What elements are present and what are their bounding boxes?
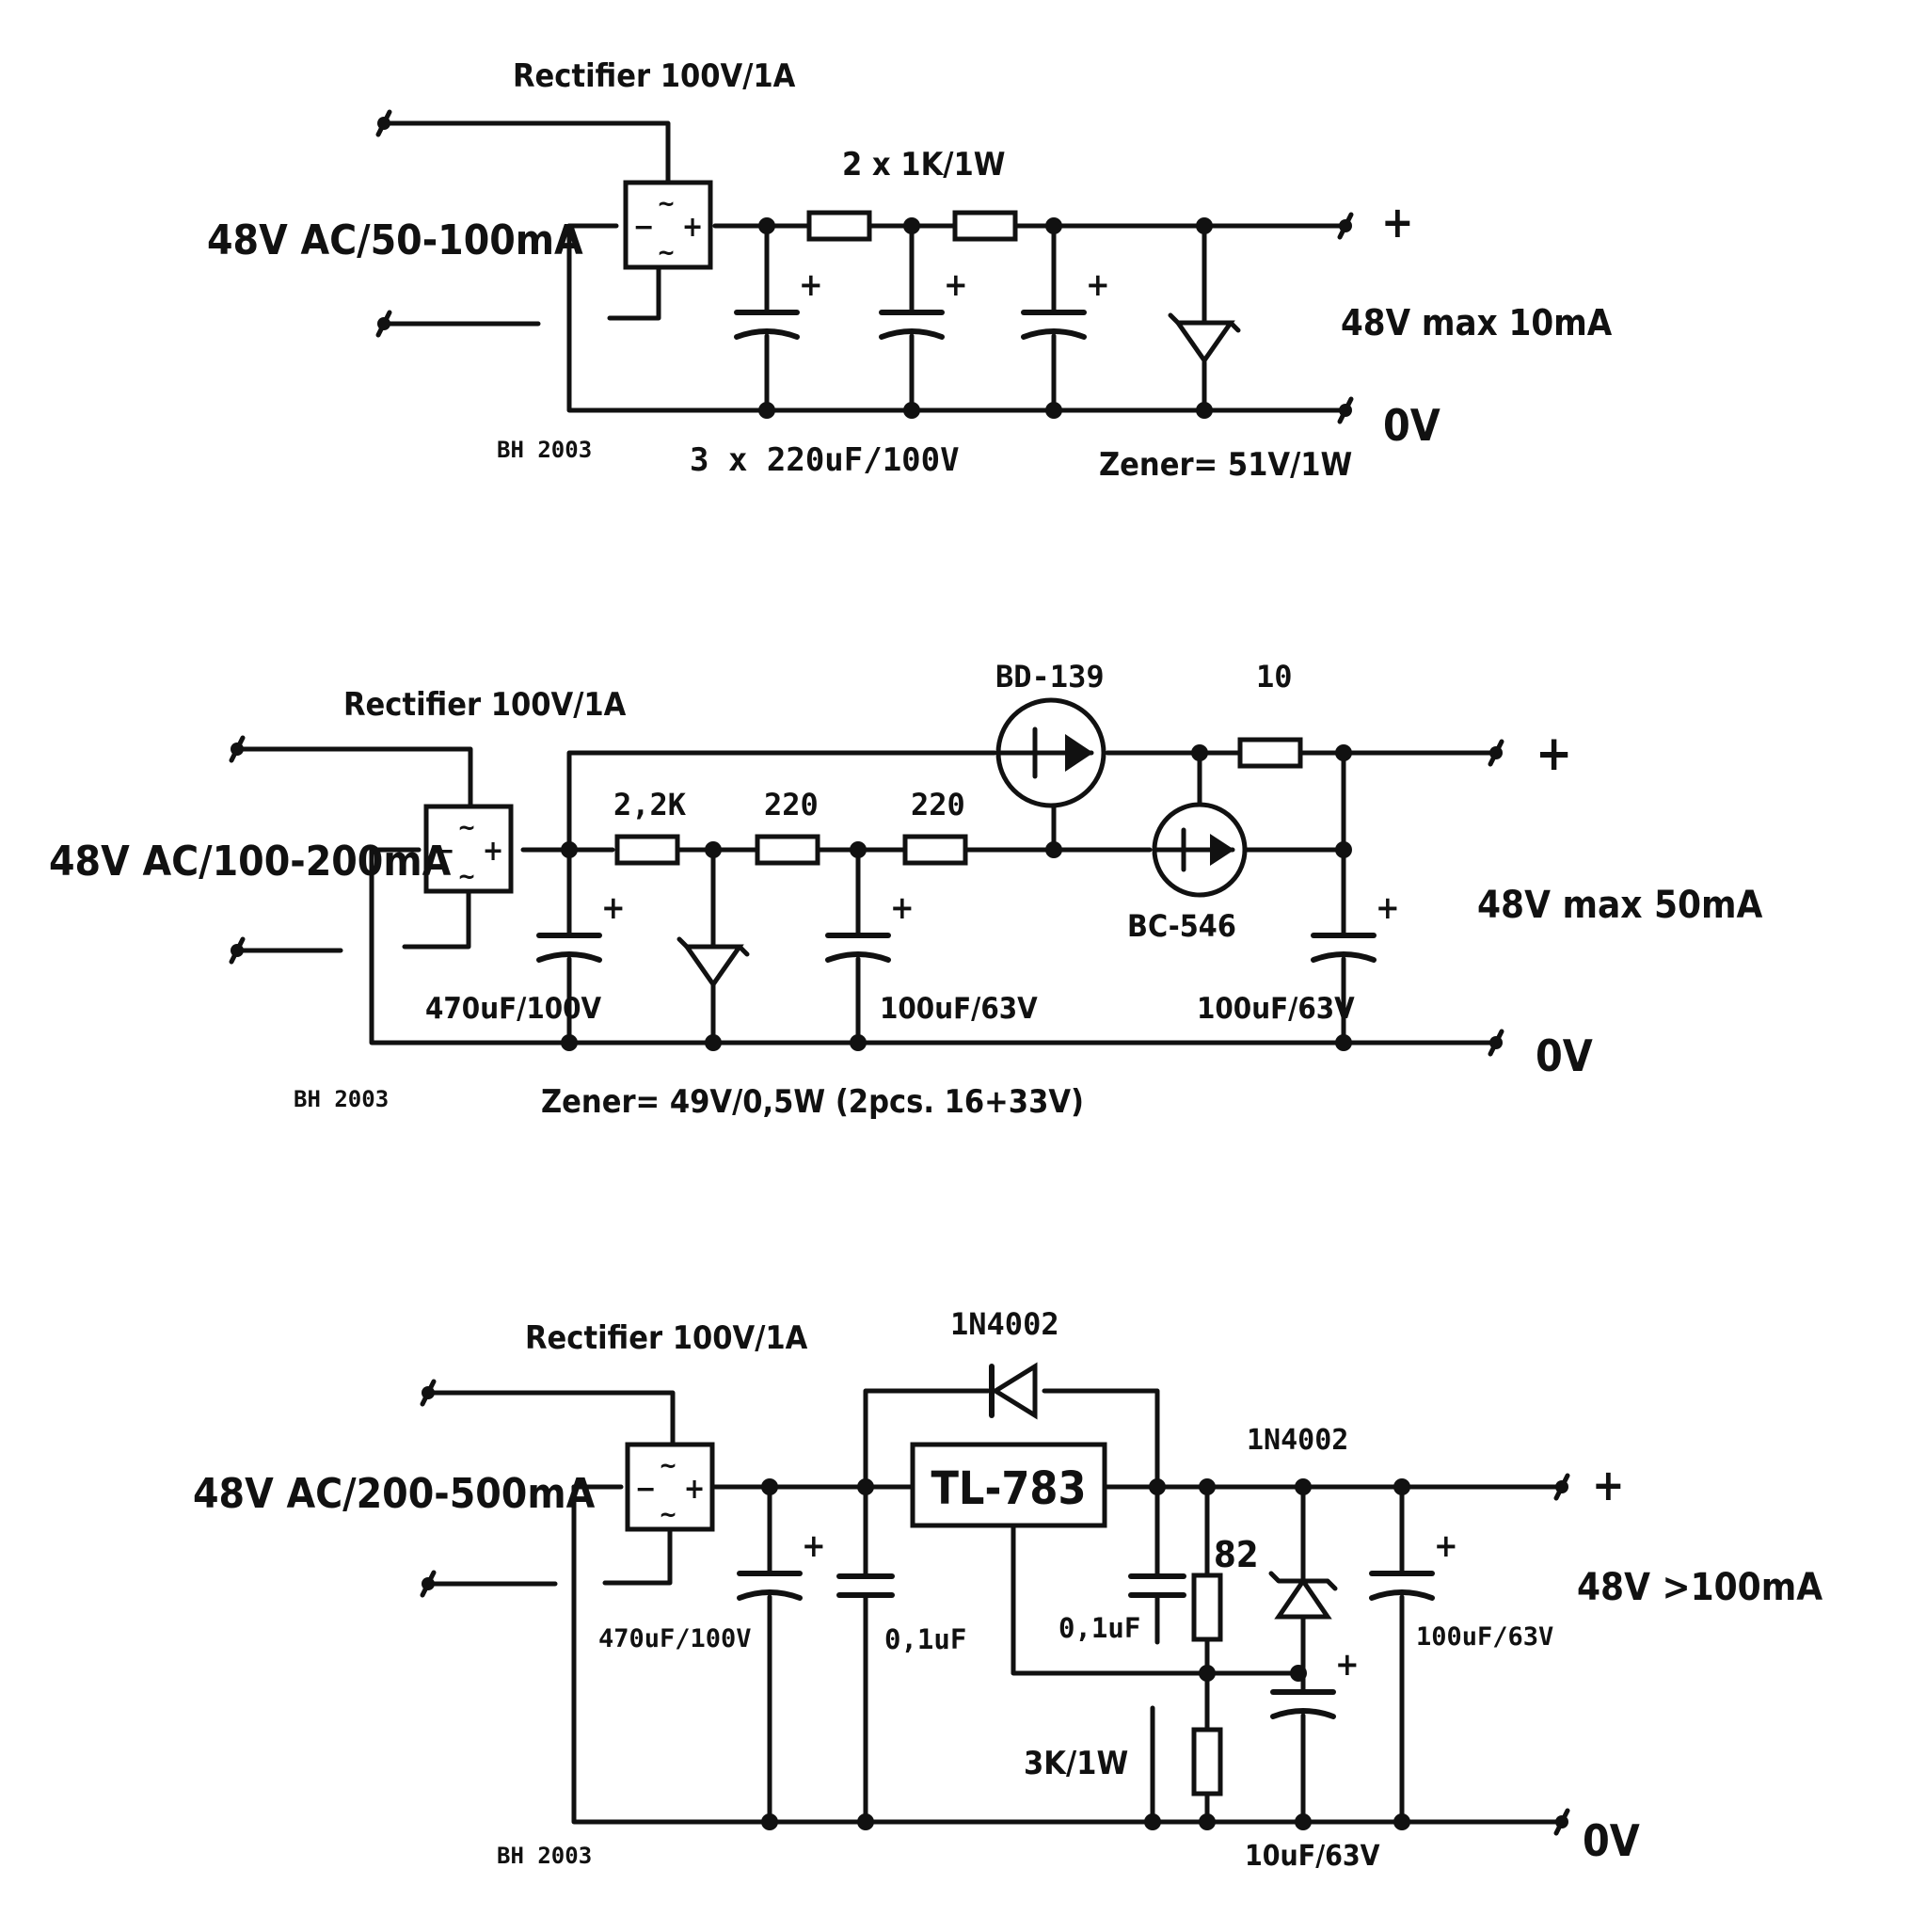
- c2-label-3: 0,1uF: [884, 1623, 966, 1655]
- junction-dots-3: [761, 1478, 1410, 1830]
- rectifier-label-2: Rectifier 100V/1A: [343, 686, 627, 724]
- rectifier-label-3: Rectifier 100V/1A: [525, 1319, 808, 1357]
- zero-label-2: 0V: [1536, 1030, 1593, 1081]
- rectifier-bridge-3: [628, 1445, 712, 1529]
- resistors-label-1: 2 x 1K/1W: [842, 146, 1006, 184]
- transistor-bd139: [995, 697, 1106, 808]
- diode-1n4002-a: [989, 1362, 1038, 1420]
- regulator-tl783: [910, 1442, 1107, 1528]
- rectifier-bridge-1: [626, 183, 710, 267]
- zener-diode-49v: [679, 939, 747, 984]
- circuit-1: Rectifier 100V/1A 48V AC/50-100mA 2 x 1K…: [207, 57, 1613, 484]
- circuit-2: Rectifier 100V/1A 48V AC/100-200mA 2,2K …: [49, 659, 1763, 1121]
- rectifier-label-1: Rectifier 100V/1A: [513, 57, 796, 95]
- wiring-3: [425, 1388, 1565, 1825]
- output-label-3: 48V >100mA: [1577, 1566, 1822, 1609]
- input-label-1: 48V AC/50-100mA: [207, 216, 583, 264]
- d1-label-3: 1N4002: [950, 1306, 1059, 1342]
- junction-dots-2: [561, 744, 1352, 1051]
- capacitor-100uf-2a: [828, 889, 915, 960]
- r2-label-2: 220: [764, 787, 819, 822]
- c3-label-3: 0,1uF: [1058, 1612, 1140, 1644]
- junction-dots-1: [758, 217, 1213, 419]
- capacitor-470uf-3: [740, 1527, 826, 1598]
- wiring-1: [381, 120, 1348, 413]
- resistor-1k-a: [809, 213, 869, 239]
- r2-label-3: 3K/1W: [1024, 1745, 1128, 1782]
- zero-label-3: 0V: [1583, 1815, 1640, 1866]
- resistor-3k: [1194, 1730, 1220, 1794]
- r3-label-2: 220: [911, 787, 965, 822]
- author-label-2: BH 2003: [294, 1086, 389, 1112]
- resistor-1k-b: [955, 213, 1015, 239]
- input-label-3: 48V AC/200-500mA: [193, 1470, 596, 1518]
- diode-1n4002-b: [1271, 1573, 1335, 1617]
- capacitor-100uf-3: [1372, 1527, 1458, 1598]
- t1-label-2: BD-139: [995, 659, 1105, 695]
- capacitor-0-1uf-b: [1131, 1576, 1184, 1595]
- c3-label-2: 100uF/63V: [1197, 992, 1355, 1026]
- zero-label-1: 0V: [1383, 400, 1440, 451]
- capacitor-220uf-c: [1024, 266, 1110, 337]
- zener-diode-51v: [1170, 315, 1238, 360]
- resistor-2-2k: [617, 837, 677, 863]
- author-label-1: BH 2003: [497, 437, 592, 463]
- output-terminals-3: [1555, 1476, 1568, 1833]
- c5-label-3: 10uF/63V: [1245, 1840, 1380, 1873]
- caps-label-1: 3 x 220uF/100V: [690, 441, 960, 479]
- zener-label-1: Zener= 51V/1W: [1099, 446, 1352, 484]
- author-label-3: BH 2003: [497, 1843, 592, 1869]
- capacitor-220uf-b: [882, 266, 968, 337]
- r4-label-2: 10: [1256, 659, 1293, 695]
- transistor-bc546: [1152, 802, 1248, 898]
- capacitor-10uf: [1273, 1646, 1360, 1716]
- output-label-2: 48V max 50mA: [1477, 884, 1763, 927]
- regulator-label: TL-783: [931, 1462, 1086, 1515]
- zener-label-2: Zener= 49V/0,5W (2pcs. 16+33V): [541, 1083, 1084, 1121]
- plus-label-1: +: [1381, 197, 1414, 247]
- circuit-3: TL-783: [193, 1306, 1822, 1873]
- c2-label-2: 100uF/63V: [880, 992, 1038, 1026]
- input-label-2: 48V AC/100-200mA: [49, 838, 452, 886]
- d2-label-3: 1N4002: [1247, 1424, 1348, 1457]
- resistor-220-b: [905, 837, 965, 863]
- c1-label-3: 470uF/100V: [598, 1624, 752, 1653]
- t2-label-2: BC-546: [1127, 908, 1236, 944]
- r1-label-3: 82: [1214, 1534, 1259, 1575]
- plus-label-3: +: [1592, 1460, 1625, 1510]
- capacitor-470uf-2: [539, 889, 626, 960]
- capacitor-0-1uf-a: [839, 1576, 892, 1595]
- capacitor-220uf-a: [737, 266, 823, 337]
- r1-label-2: 2,2K: [613, 787, 687, 822]
- output-label-1: 48V max 10mA: [1341, 302, 1613, 343]
- plus-label-2: +: [1536, 726, 1572, 782]
- resistor-10: [1240, 740, 1300, 766]
- capacitor-100uf-2b: [1313, 889, 1400, 960]
- resistor-82: [1194, 1575, 1220, 1639]
- c4-label-3: 100uF/63V: [1416, 1622, 1553, 1652]
- c1-label-2: 470uF/100V: [425, 992, 602, 1026]
- resistor-220-a: [757, 837, 818, 863]
